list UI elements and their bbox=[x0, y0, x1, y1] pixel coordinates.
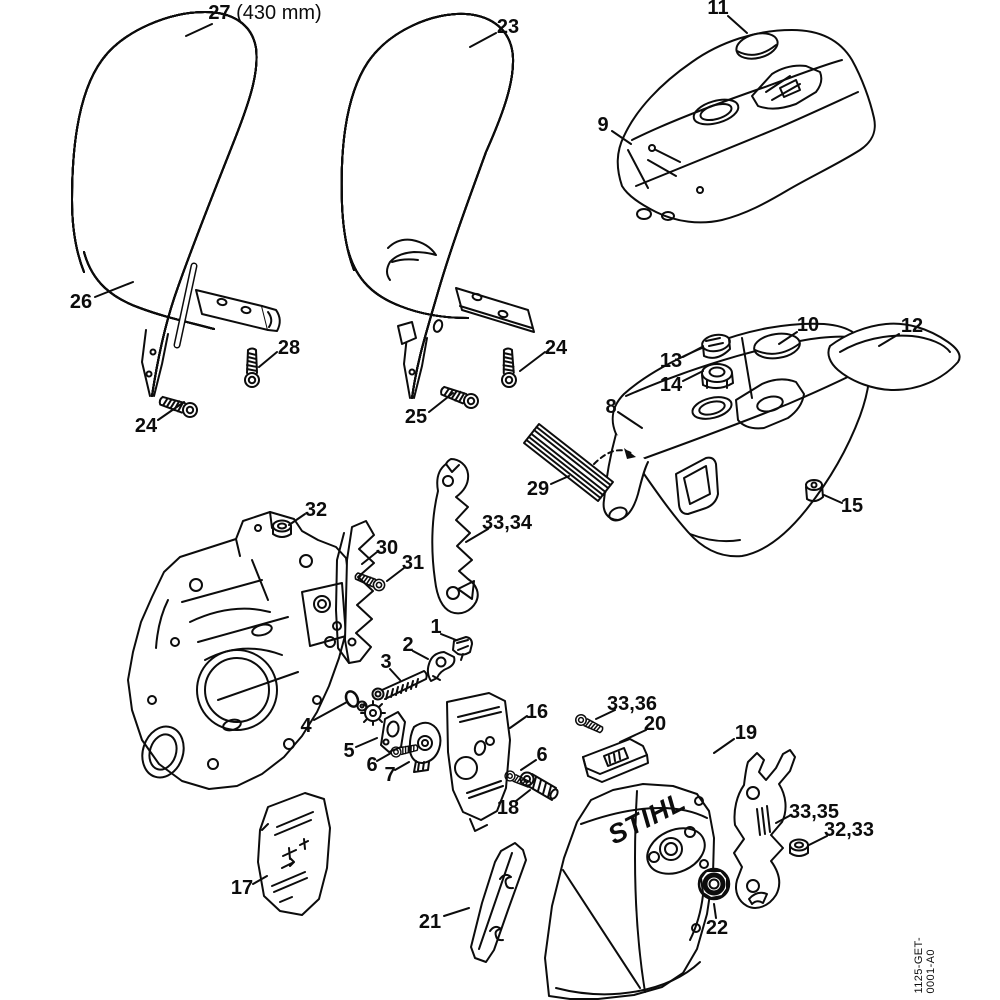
callout-31: 31 bbox=[401, 552, 425, 574]
part-1-clip bbox=[452, 636, 473, 661]
part-tensioner-gear bbox=[356, 700, 386, 726]
part-8-shroud bbox=[602, 322, 871, 558]
callout-28: 28 bbox=[277, 337, 301, 359]
callout-33-36: 33,36 bbox=[606, 693, 658, 715]
part-29-vent-strip bbox=[523, 423, 636, 502]
part-19-sprocket-cover: STIHL bbox=[544, 783, 715, 1000]
callout-23: 23 bbox=[496, 16, 520, 38]
part-3-tensioner-screw bbox=[371, 670, 428, 701]
part-2-bracket bbox=[426, 651, 456, 682]
part-27-mounting-rail bbox=[195, 289, 281, 332]
part-17-plate bbox=[257, 792, 331, 916]
callout-33-34: 33,34 bbox=[481, 512, 533, 534]
callout-2: 2 bbox=[402, 634, 414, 656]
part-crankcase bbox=[127, 511, 351, 790]
document-code: 1125-GET-0001-A0 bbox=[913, 936, 937, 994]
callout-13: 13 bbox=[659, 350, 683, 372]
callout-29: 29 bbox=[526, 478, 550, 500]
part-23-handlebar bbox=[340, 12, 515, 399]
callout-18: 18 bbox=[496, 797, 520, 819]
part-28-screw bbox=[244, 347, 260, 388]
callout-5: 5 bbox=[343, 740, 355, 762]
part-30-spike bbox=[335, 520, 375, 664]
callout-1: 1 bbox=[430, 616, 442, 638]
callout-33-35: 33,35 bbox=[788, 801, 840, 823]
callout-4: 4 bbox=[300, 715, 312, 737]
part-15-bushing bbox=[805, 479, 824, 503]
callout-9: 9 bbox=[597, 114, 609, 136]
callout-24b: 24 bbox=[544, 337, 568, 359]
part-13-cap bbox=[701, 333, 731, 359]
part-21-guide-strip bbox=[470, 842, 527, 963]
callout-32: 32 bbox=[304, 499, 328, 521]
part-32-nut bbox=[272, 519, 292, 538]
callout-19: 19 bbox=[734, 722, 758, 744]
callout-8: 8 bbox=[605, 396, 617, 418]
callout-6b: 6 bbox=[536, 744, 548, 766]
callout-32-33: 32,33 bbox=[823, 819, 875, 841]
callout-20: 20 bbox=[643, 713, 667, 735]
leader-lines bbox=[94, 15, 900, 919]
callout-25: 25 bbox=[404, 406, 428, 428]
part-32-33-nut bbox=[789, 838, 809, 857]
callout-27: 27 (430 mm) bbox=[208, 2, 322, 24]
part-20-clamp bbox=[582, 738, 649, 783]
callout-26: 26 bbox=[69, 291, 93, 313]
part-14-grommet bbox=[701, 363, 734, 389]
part-25-screw bbox=[438, 382, 481, 411]
callout-7: 7 bbox=[384, 764, 396, 786]
part-9-shroud bbox=[616, 29, 876, 224]
part-33-34-spike-bumper bbox=[431, 458, 479, 615]
callout-24a: 24 bbox=[134, 415, 158, 437]
part-7-pump-housing bbox=[408, 721, 442, 773]
part-16-side-plate bbox=[446, 692, 511, 832]
callout-21: 21 bbox=[418, 911, 442, 933]
callout-3: 3 bbox=[380, 651, 392, 673]
callout-16: 16 bbox=[525, 701, 549, 723]
part-23-mounting-plate bbox=[397, 287, 535, 345]
part-4-oring bbox=[344, 690, 360, 708]
part-10-cover-plug bbox=[753, 332, 801, 360]
callout-6a: 6 bbox=[366, 754, 378, 776]
callout-30: 30 bbox=[375, 537, 399, 559]
part-12-deflector bbox=[827, 322, 961, 391]
part-24-screw-mid bbox=[499, 347, 518, 389]
callout-17: 17 bbox=[230, 877, 254, 899]
part-11-plug bbox=[735, 32, 779, 60]
part-5-plate bbox=[380, 711, 406, 753]
callout-14: 14 bbox=[659, 374, 683, 396]
part-22-collar-nut bbox=[697, 867, 731, 901]
part-27-handlebar bbox=[71, 11, 258, 397]
callout-12: 12 bbox=[900, 315, 924, 337]
callout-11: 11 bbox=[707, 0, 729, 19]
callout-15: 15 bbox=[840, 495, 864, 517]
callout-10: 10 bbox=[796, 314, 820, 336]
part-33-35-spike-bumper bbox=[733, 749, 796, 909]
callout-22: 22 bbox=[705, 917, 729, 939]
